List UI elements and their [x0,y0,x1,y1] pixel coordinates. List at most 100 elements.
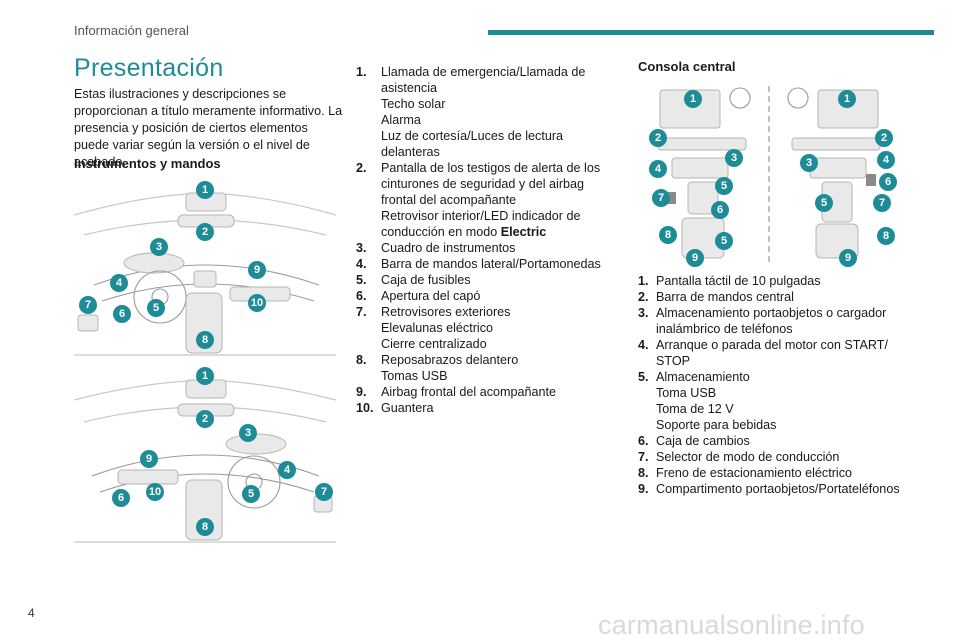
badge-2: 2 [196,410,214,428]
badge-7: 7 [873,194,891,212]
svg-text:5: 5 [721,180,727,192]
svg-text:6: 6 [885,176,891,188]
list-item: 5.Caja de fusibles [356,273,471,287]
svg-text:1: 1 [202,184,208,196]
badge-9: 9 [248,261,266,279]
list-item: 4.Arranque o parada del motor con START/… [638,338,888,368]
badge-8: 8 [659,226,677,244]
badge-7: 7 [315,483,333,501]
badge-4: 4 [278,461,296,479]
list-item: 10.Guantera [356,401,434,415]
page-title: Presentación [74,54,224,82]
console-heading: Consola central [638,59,736,74]
dashboard-lhd-illustration: 1 2 3 4 5 6 7 8 9 10 [74,175,336,361]
svg-text:6: 6 [119,308,125,320]
list-item: 1.Pantalla táctil de 10 pulgadas [638,274,821,288]
svg-text:2: 2 [881,132,887,144]
svg-text:3: 3 [731,152,737,164]
badge-10: 10 [248,294,266,312]
svg-text:5: 5 [821,197,827,209]
badge-9: 9 [140,450,158,468]
badge-1: 1 [196,367,214,385]
list-item: 6.Caja de cambios [638,434,750,448]
svg-text:2: 2 [202,413,208,425]
badge-8: 8 [877,227,895,245]
list-item: 7.Selector de modo de conducción [638,450,840,464]
svg-text:4: 4 [116,277,123,289]
badge-3: 3 [239,424,257,442]
svg-text:3: 3 [156,241,162,253]
svg-text:8: 8 [202,334,208,346]
badge-1: 1 [684,90,702,108]
list-item: 5.Almacenamiento Toma USB Toma de 12 V S… [638,370,777,432]
list-item: 9.Airbag frontal del acompañante [356,385,557,399]
svg-text:7: 7 [658,192,664,204]
svg-text:2: 2 [202,226,208,238]
list-item: 2.Pantalla de los testigos de alerta de … [356,161,601,239]
instruments-heading: Instrumentos y mandos [74,156,221,171]
svg-text:10: 10 [251,297,263,309]
badge-1: 1 [196,181,214,199]
svg-text:9: 9 [254,264,260,276]
badge-6: 6 [113,305,131,323]
badge-6: 6 [112,489,130,507]
header-accent-bar [488,30,934,35]
badge-6: 6 [879,173,897,191]
badge-5b: 5 [715,232,733,250]
list-item: 9.Compartimento portaobjetos/Portateléfo… [638,482,900,496]
badge-1: 1 [838,90,856,108]
svg-text:7: 7 [321,486,327,498]
svg-text:8: 8 [665,229,671,241]
badge-5: 5 [715,177,733,195]
list-item: 1.Llamada de emergencia/Llamada de asist… [356,65,586,159]
list-item: 8.Freno de estacionamiento eléctrico [638,466,853,480]
console-list: 1.Pantalla táctil de 10 pulgadas 2.Barra… [638,273,900,497]
badge-2: 2 [196,223,214,241]
svg-text:3: 3 [245,427,251,439]
badge-3: 3 [150,238,168,256]
badge-5: 5 [815,194,833,212]
list-item: 2.Barra de mandos central [638,290,794,304]
central-console-illustration: 1 2 3 4 5 6 7 8 5 9 1 2 3 4 5 6 7 8 9 [638,82,900,268]
badge-7: 7 [652,189,670,207]
svg-text:9: 9 [845,252,851,264]
list-item: 6.Apertura del capó [356,289,481,303]
svg-text:4: 4 [284,464,291,476]
list-item: 7.Retrovisores exteriores Elevalunas elé… [356,305,511,351]
svg-text:8: 8 [202,521,208,533]
svg-text:4: 4 [883,154,890,166]
badge-3: 3 [800,154,818,172]
badge-8: 8 [196,518,214,536]
badge-4: 4 [649,160,667,178]
running-header: Información general [74,23,189,38]
svg-text:10: 10 [149,486,161,498]
svg-text:9: 9 [146,453,152,465]
svg-text:8: 8 [883,230,889,242]
svg-text:6: 6 [717,204,723,216]
instruments-list: 1.Llamada de emergencia/Llamada de asist… [356,64,618,416]
badge-9: 9 [686,249,704,267]
svg-text:1: 1 [844,93,850,105]
svg-text:5: 5 [721,235,727,247]
badge-2: 2 [649,129,667,147]
list-item: 4.Barra de mandos lateral/Portamonedas [356,257,601,271]
svg-text:7: 7 [879,197,885,209]
svg-text:3: 3 [806,157,812,169]
badge-10: 10 [146,483,164,501]
badge-7: 7 [79,296,97,314]
page-number: 4 [28,606,35,620]
list-item: 3.Almacenamiento portaobjetos o cargador… [638,306,887,336]
list-item: 3.Cuadro de instrumentos [356,241,516,255]
badge-5: 5 [147,299,165,317]
list-item: 8.Reposabrazos delantero Tomas USB [356,353,519,383]
badge-4: 4 [110,274,128,292]
svg-text:5: 5 [153,302,159,314]
badge-2: 2 [875,129,893,147]
dashboard-rhd-illustration: 1 2 3 4 5 6 7 8 9 10 [74,364,336,548]
svg-text:2: 2 [655,132,661,144]
badge-3: 3 [725,149,743,167]
svg-text:6: 6 [118,492,124,504]
badge-8: 8 [196,331,214,349]
badge-5: 5 [242,485,260,503]
svg-text:4: 4 [655,163,662,175]
